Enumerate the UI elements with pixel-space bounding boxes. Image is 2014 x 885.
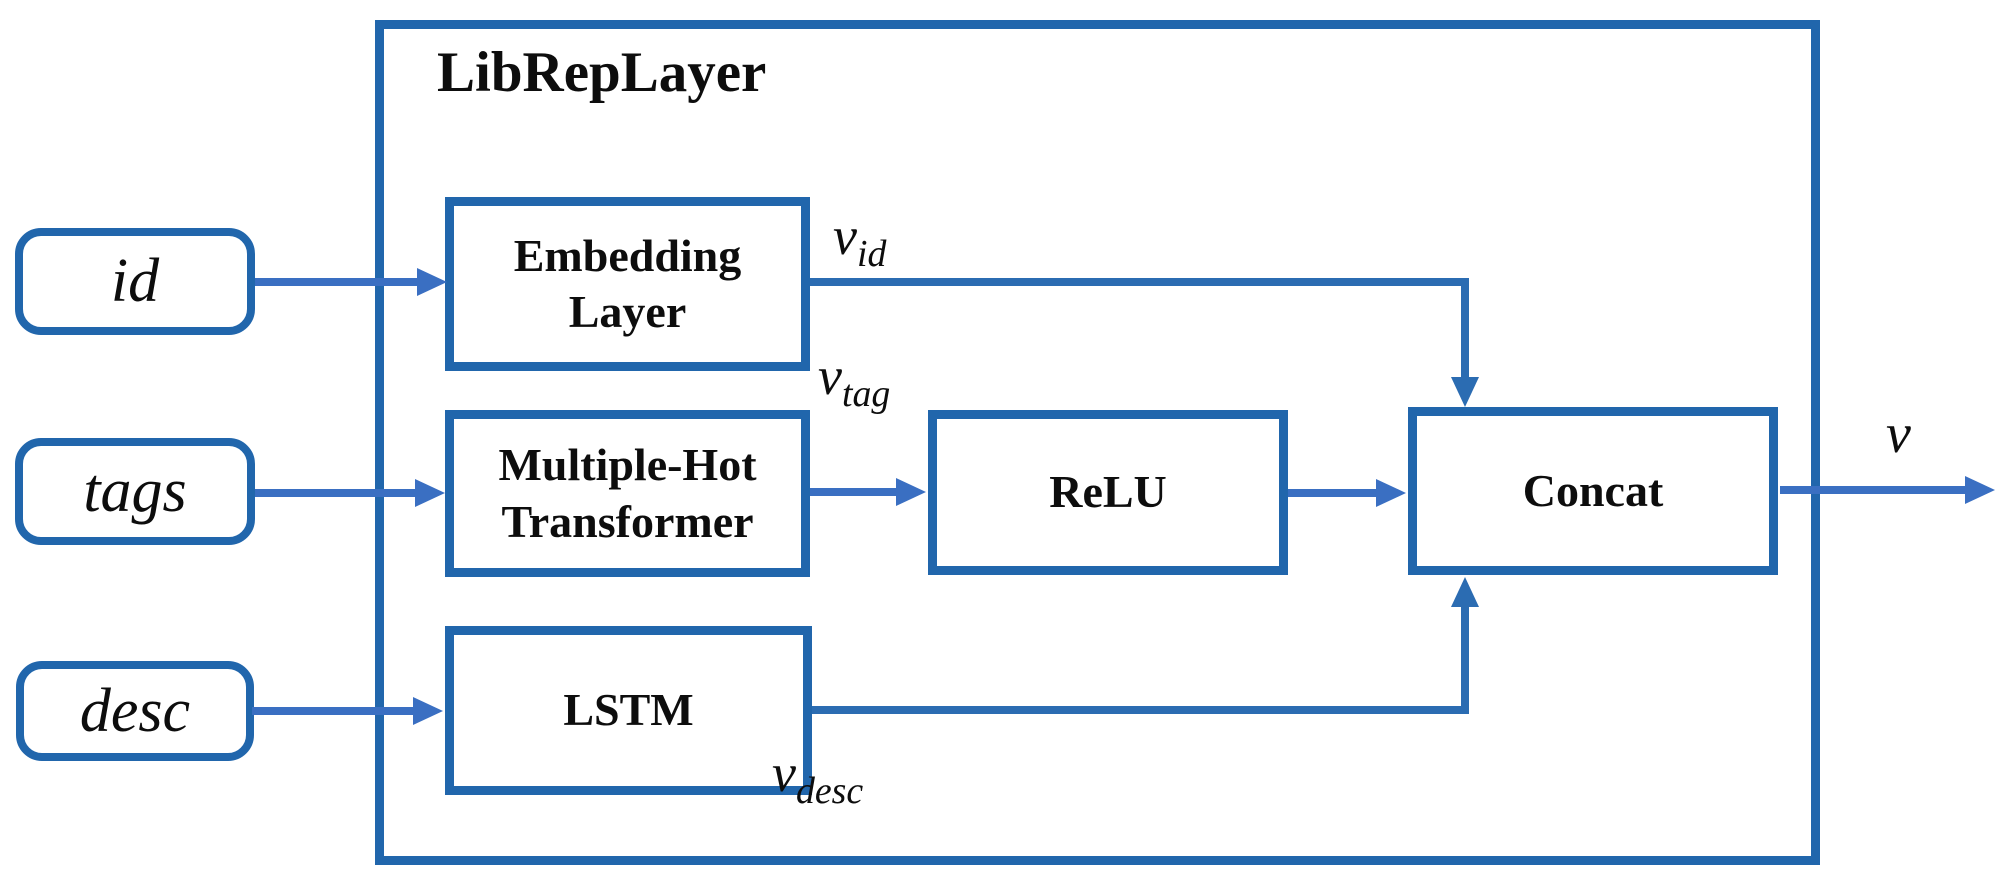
arrow-desc-to-lstm-line	[252, 707, 415, 715]
arrow-tags-to-multihot-head	[415, 479, 445, 507]
block-multiple-hot-transformer: Multiple-Hot Transformer	[445, 410, 810, 577]
signal-v-tag-base: v	[818, 346, 842, 406]
block-lstm: LSTM	[445, 626, 812, 795]
arrow-tags-to-multihot-line	[255, 489, 417, 497]
connector-vid-head	[1451, 377, 1479, 407]
signal-v-tag-sub: tag	[841, 372, 891, 415]
connector-vid-vline	[1461, 278, 1469, 379]
input-label-desc: desc	[79, 676, 191, 745]
arrow-id-to-embedding-line	[255, 278, 419, 286]
block-label-relu: ReLU	[1049, 466, 1167, 518]
signal-label-v-desc: vdesc	[772, 742, 863, 813]
arrow-id-to-embedding-head	[417, 268, 447, 296]
arrow-relu-to-concat-head	[1376, 479, 1406, 507]
block-label-lstm: LSTM	[563, 684, 694, 736]
connector-lstm-hline	[812, 706, 1469, 714]
input-box-tags: tags	[15, 438, 255, 545]
signal-v-out-base: v	[1886, 403, 1911, 465]
signal-label-v-id: vid	[833, 205, 886, 276]
block-relu: ReLU	[928, 410, 1288, 575]
block-concat: Concat	[1408, 407, 1778, 575]
signal-v-desc-sub: desc	[795, 769, 864, 812]
signal-label-v-out: v	[1886, 402, 1911, 474]
input-label-tags: tags	[83, 457, 187, 525]
input-label-id: id	[110, 247, 160, 315]
container-title: LibRepLayer	[437, 41, 767, 104]
block-label-concat: Concat	[1522, 464, 1664, 516]
connector-lstm-vline	[1461, 605, 1469, 714]
input-box-desc: desc	[16, 661, 254, 761]
arrow-desc-to-lstm-head	[413, 697, 443, 725]
signal-v-id-base: v	[833, 206, 857, 266]
input-box-id: id	[15, 228, 255, 335]
arrow-multihot-to-relu-line	[810, 488, 898, 496]
block-label-embedding-layer: Embedding Layer	[513, 229, 742, 337]
block-label-multiple-hot-transformer: Multiple-Hot Transformer	[498, 439, 757, 547]
connector-vid-hline	[810, 278, 1469, 286]
arrow-concat-to-output-head	[1965, 476, 1995, 504]
signal-label-v-tag: vtag	[818, 345, 890, 416]
arrow-multihot-to-relu-head	[896, 478, 926, 506]
block-embedding-layer: Embedding Layer	[445, 197, 810, 371]
signal-v-desc-base: v	[772, 743, 796, 803]
arrow-relu-to-concat-line	[1288, 489, 1378, 497]
arrow-concat-to-output-line	[1780, 486, 1967, 494]
librep-layer-container-box	[375, 20, 1820, 865]
signal-v-id-sub: id	[856, 232, 887, 275]
connector-lstm-head	[1451, 577, 1479, 607]
